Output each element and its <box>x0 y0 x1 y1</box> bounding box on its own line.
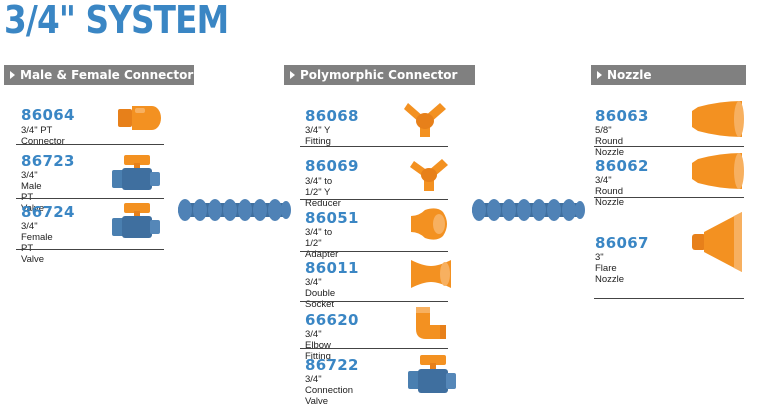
product-code: 86064 <box>21 106 75 124</box>
product-code: 86722 <box>305 356 359 374</box>
male-pt-valve-icon <box>112 155 160 190</box>
product-code: 86011 <box>305 259 359 277</box>
elbow-fitting-icon <box>416 307 446 339</box>
column-heading-label: Male & Female Connector <box>20 68 194 82</box>
y-fitting-icon <box>404 103 446 137</box>
triangle-right-icon <box>597 71 602 79</box>
column-heading-label: Polymorphic Connector <box>300 68 458 82</box>
product-description: 3/4" Elbow Fitting <box>305 329 331 362</box>
page-title: 3/4" SYSTEM <box>4 0 229 42</box>
product-code: 86063 <box>595 107 649 125</box>
product-code: 86069 <box>305 157 359 175</box>
double-socket-icon <box>411 260 451 288</box>
product-description: 3/4" Male PT Valve <box>21 170 45 214</box>
product-code: 86723 <box>21 152 75 170</box>
female-pt-valve-icon <box>112 203 160 238</box>
y-reducer-icon <box>410 159 448 191</box>
hose-segment-icon <box>472 199 585 221</box>
product-code: 86724 <box>21 203 75 221</box>
product-code: 86067 <box>595 234 649 252</box>
connection-valve-icon <box>408 355 456 393</box>
product-code: 86062 <box>595 157 649 175</box>
product-description: 3/4" to 1/2" Y Reducer <box>305 176 341 209</box>
product-description: 5/8" Round Nozzle <box>595 125 625 158</box>
product-description: 3/4" PT Connector <box>21 125 65 147</box>
triangle-right-icon <box>10 71 15 79</box>
column-header-nozzle: Nozzle <box>591 65 746 85</box>
product-description: 3" Flare Nozzle <box>595 252 625 285</box>
product-code: 66620 <box>305 311 359 329</box>
flare-nozzle-icon <box>692 212 742 272</box>
adapter-icon <box>411 208 447 240</box>
product-description: 3/4" Round Nozzle <box>595 175 625 208</box>
hose-segment-icon <box>178 199 291 221</box>
column-heading-label: Nozzle <box>607 68 652 82</box>
product-description: 3/4" Female PT Valve <box>21 221 53 265</box>
product-description: 3/4" to 1/2" Adapter <box>305 227 339 260</box>
product-code: 86068 <box>305 107 359 125</box>
pt-connector-icon <box>118 106 161 130</box>
product-description: 3/4" Double Socket <box>305 277 336 310</box>
product-code: 86051 <box>305 209 359 227</box>
triangle-right-icon <box>290 71 295 79</box>
column-header-polymorphic: Polymorphic Connector <box>284 65 475 85</box>
product-description: 3/4" Y Fitting <box>305 125 331 147</box>
product-description: 3/4" Connection Valve <box>305 374 354 407</box>
column-header-male-female: Male & Female Connector <box>4 65 194 85</box>
round-nozzle-5-8-icon <box>692 101 744 137</box>
round-nozzle-3-4-icon <box>692 153 744 189</box>
